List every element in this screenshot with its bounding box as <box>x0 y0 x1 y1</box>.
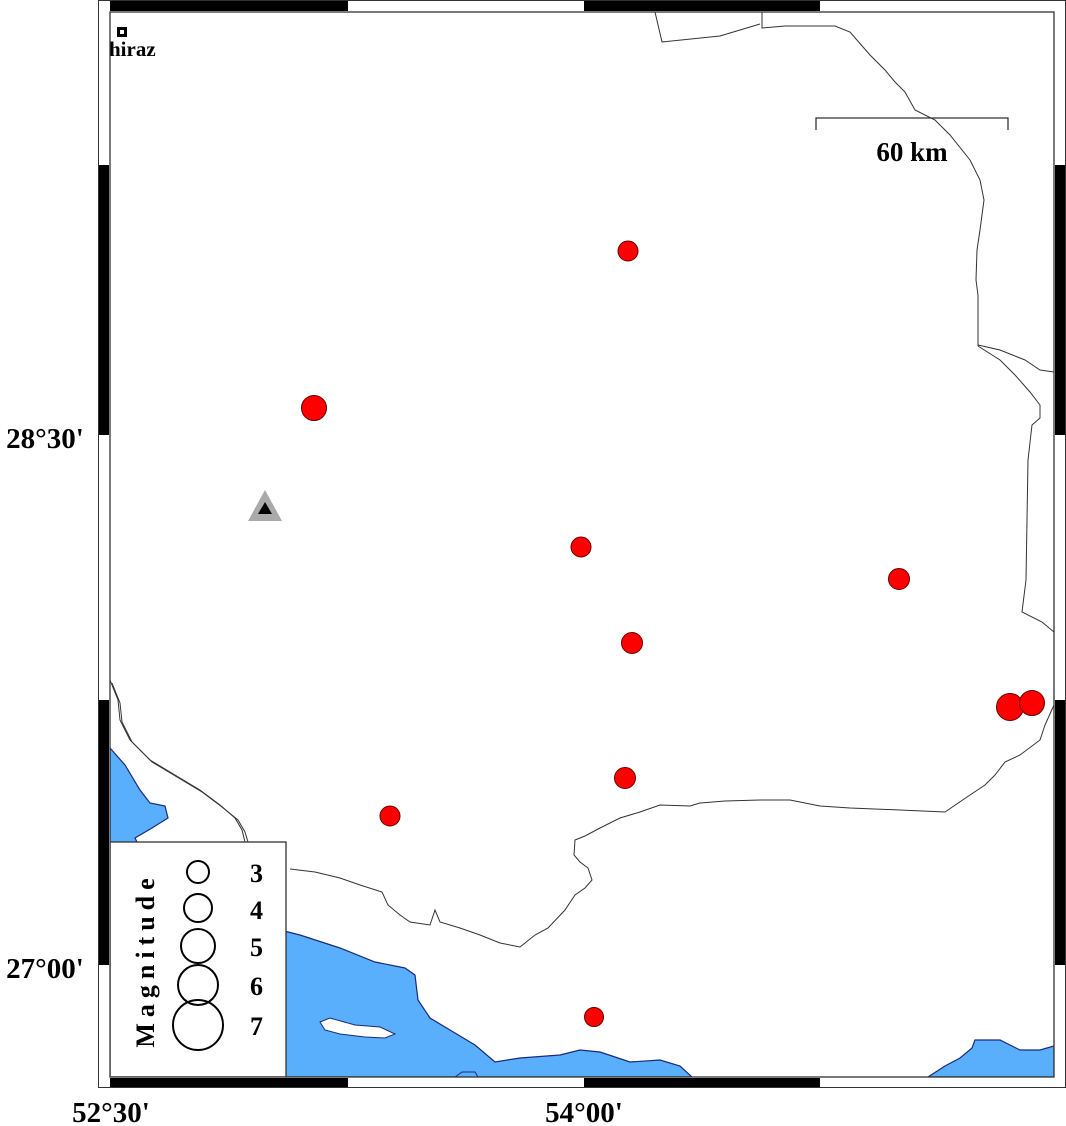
legend-circle-4 <box>183 893 213 923</box>
province-borders <box>110 12 1054 948</box>
event-marker[interactable] <box>996 693 1024 721</box>
sea-bottom-small <box>454 1071 479 1077</box>
legend-circle-6 <box>177 964 219 1006</box>
legend-circle-3 <box>186 860 210 884</box>
event-marker[interactable] <box>614 767 636 789</box>
event-marker[interactable] <box>584 1007 604 1027</box>
map-content: hiraz 60 km Magnitude <box>109 12 1054 1077</box>
legend-label: 7 <box>250 1012 263 1041</box>
legend-circle-7 <box>172 999 224 1051</box>
map-frame <box>98 0 1066 1088</box>
legend-label: 3 <box>250 859 263 888</box>
event-marker[interactable] <box>301 395 327 421</box>
scale-bar <box>815 117 1009 130</box>
legend-label: 6 <box>250 972 263 1001</box>
earthquake-events <box>301 240 1045 1027</box>
legend: Magnitude 3 4 5 6 7 <box>110 841 287 1077</box>
sea-south <box>259 924 693 1077</box>
event-marker[interactable] <box>888 568 910 590</box>
event-marker[interactable] <box>379 805 401 827</box>
island <box>319 1017 397 1039</box>
event-marker[interactable] <box>621 632 643 654</box>
lat-label: 27°00' <box>6 953 84 985</box>
city-label: hiraz <box>109 37 156 61</box>
legend-label: 5 <box>250 933 263 962</box>
scale-bar-label: 60 km <box>876 137 948 167</box>
legend-title: Magnitude <box>131 872 160 1047</box>
sea-southeast <box>926 1039 1054 1077</box>
lon-label: 54°00' <box>545 1097 623 1126</box>
lat-label: 28°30' <box>6 423 84 455</box>
event-marker[interactable] <box>1019 690 1045 716</box>
event-marker[interactable] <box>570 536 592 558</box>
legend-label: 4 <box>250 896 263 925</box>
legend-circle-5 <box>180 928 216 964</box>
lon-label: 52°30' <box>72 1097 150 1126</box>
event-marker[interactable] <box>617 240 639 262</box>
